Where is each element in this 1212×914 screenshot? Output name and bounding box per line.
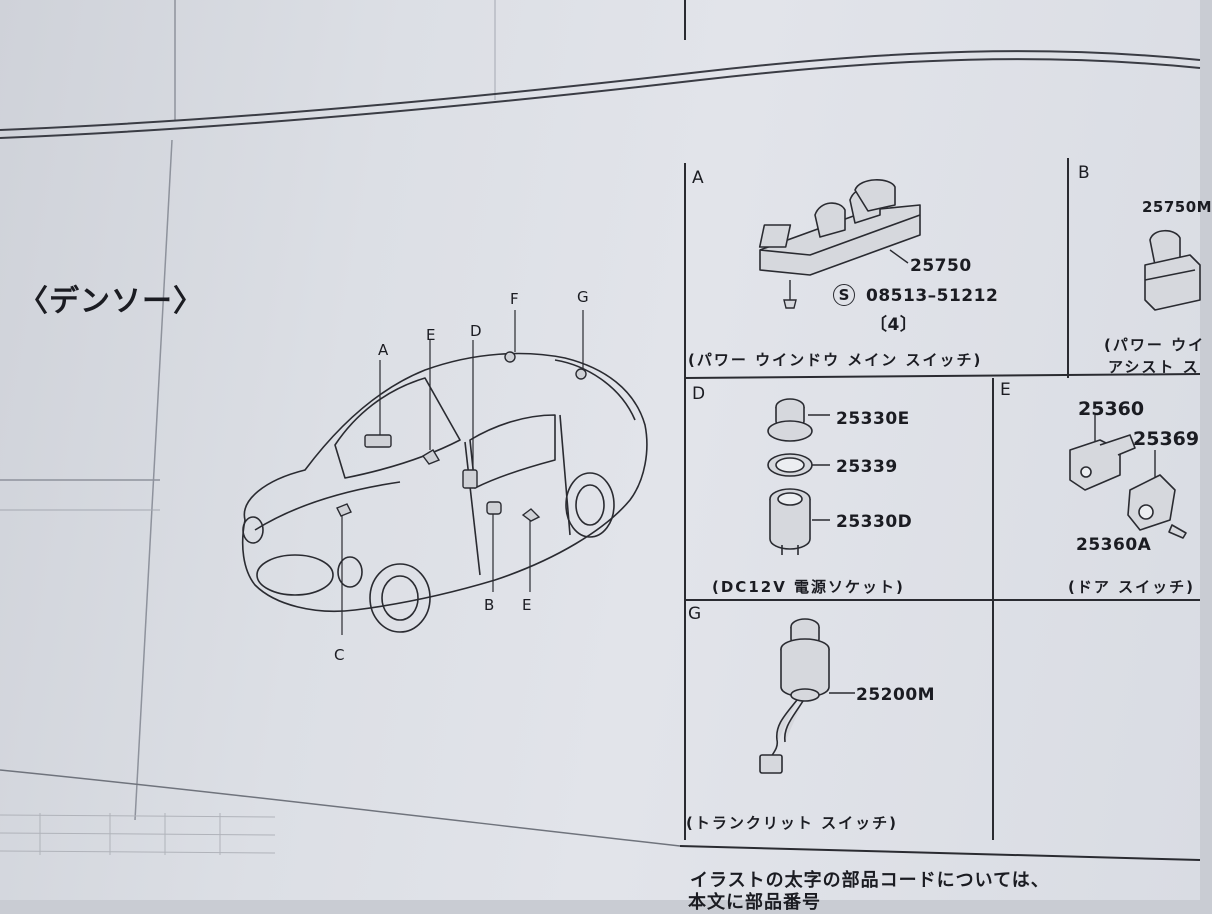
part-25330d: 25330D — [836, 512, 913, 532]
caption-power-window-assist-line1: (パワー ウイ — [1104, 336, 1206, 354]
section-title: 〈デンソー〉 — [18, 284, 204, 319]
part-25369: 25369 — [1133, 428, 1200, 450]
panel-b-letter: B — [1078, 163, 1090, 183]
car-marker-a: A — [378, 341, 389, 359]
part-25200m: 25200M — [856, 685, 936, 705]
footer-note-line1: イラストの太字の部品コードについては、 — [690, 870, 1050, 891]
power-window-assist-switch-drawing — [1144, 229, 1201, 311]
car-marker-e2: E — [522, 596, 532, 614]
car-marker-f: F — [510, 290, 519, 308]
car-diagram — [241, 310, 648, 635]
part-quantity-4: 〔4〕 — [870, 315, 918, 335]
caption-door-switch: (ドア スイッチ) — [1068, 578, 1195, 596]
caption-dc12v-socket: (DC12V 電源ソケット) — [712, 578, 905, 596]
part-25360: 25360 — [1078, 398, 1145, 420]
faded-table — [0, 813, 276, 855]
car-marker-g: G — [577, 288, 589, 306]
part-25339: 25339 — [836, 457, 898, 477]
part-25750: 25750 — [910, 256, 972, 276]
car-marker-e: E — [426, 326, 436, 344]
car-marker-b: B — [484, 596, 495, 614]
caption-power-window-main-switch: (パワー ウインドウ メイン スイッチ) — [688, 351, 983, 369]
screw-s-mark: S — [833, 284, 855, 306]
power-window-main-switch-drawing — [758, 179, 921, 309]
part-25330e: 25330E — [836, 409, 910, 429]
part-25360a: 25360A — [1076, 535, 1152, 555]
panel-d-letter: D — [692, 384, 706, 404]
panel-a-letter: A — [692, 168, 704, 188]
part-25750m: 25750M — [1142, 198, 1212, 216]
car-marker-d: D — [470, 322, 482, 340]
dc12v-socket-drawing — [767, 398, 830, 555]
panel-g-letter: G — [688, 604, 702, 624]
footer-note-line2: 本文に部品番号 — [688, 892, 821, 913]
page-rules — [0, 0, 1201, 861]
caption-trunk-lid-switch: (トランクリット スイッチ) — [686, 814, 898, 832]
caption-power-window-assist-line2: アシスト ス — [1108, 358, 1200, 376]
part-08513-51212: 08513–51212 — [866, 286, 999, 306]
car-marker-c: C — [334, 646, 345, 664]
door-switch-drawing — [1069, 415, 1187, 539]
panel-e-letter: E — [1000, 380, 1011, 400]
trunk-lid-switch-drawing — [759, 618, 855, 774]
